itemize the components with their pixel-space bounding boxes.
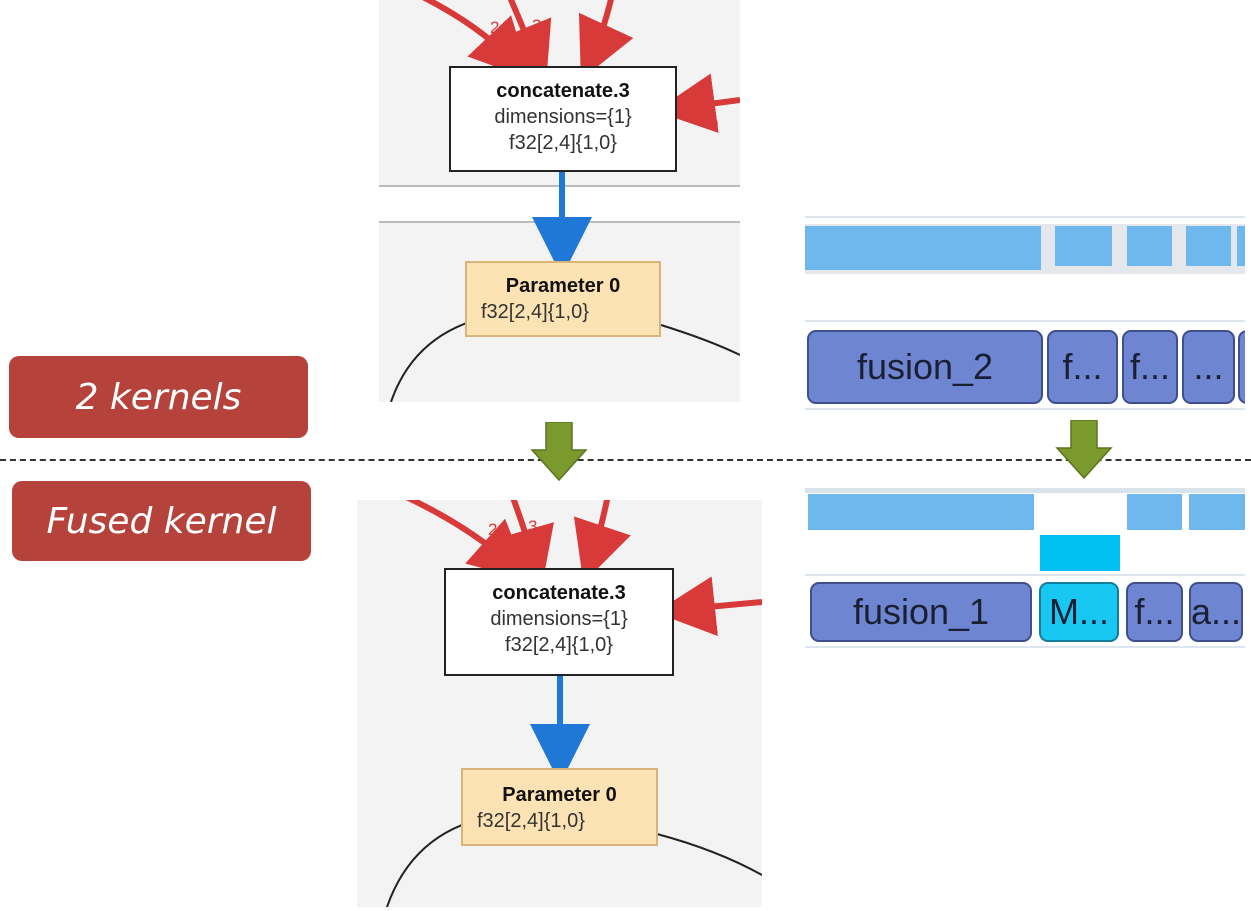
op-f[interactable]: f... (1122, 330, 1178, 404)
edge-label-1: 1 (606, 532, 616, 551)
parameter-shape: f32[2,4]{1,0} (481, 301, 589, 323)
bottom-timeline: fusion_1 M... f... a... (805, 488, 1245, 650)
bottom-graph-edges (386, 500, 762, 907)
top-timeline: fusion_2 f... f... ... (805, 216, 1245, 412)
timeline-border (805, 216, 1245, 218)
concatenate-title: concatenate.3 (492, 582, 626, 604)
parameter-node[interactable]: Parameter 0 f32[2,4]{1,0} (465, 261, 661, 337)
utilization-bar (1127, 494, 1182, 530)
utilization-bar (805, 226, 1041, 270)
op-f[interactable]: f... (1126, 582, 1183, 642)
edge-label-2: 2 (488, 520, 498, 539)
edge-label-0: 0 (709, 115, 719, 134)
down-arrow-icon (530, 422, 588, 482)
fused-kernel-bar (1040, 535, 1120, 571)
timeline-border (805, 574, 1245, 576)
separator-line (0, 459, 1251, 461)
concatenate-dimensions: dimensions={1} (490, 608, 628, 630)
edge-label-3: 3 (532, 16, 542, 35)
utilization-bar (1189, 494, 1245, 530)
parameter-title: Parameter 0 (502, 784, 617, 806)
timeline-border (805, 320, 1245, 322)
op-label: f... (1062, 346, 1103, 387)
op-label: f... (1129, 346, 1170, 387)
op-label: fusion_2 (856, 346, 994, 387)
op-a[interactable]: a... (1189, 582, 1243, 642)
concatenate-dimensions: dimensions={1} (494, 106, 632, 128)
op-label: ... (1193, 346, 1224, 387)
top-graph-panel: 2 3 1 0 concatenate.3 dimensions={1} f32… (379, 0, 740, 402)
top-graph-edges (379, 0, 740, 402)
op-fusion-2[interactable]: fusion_2 (807, 330, 1043, 404)
concatenate-shape: f32[2,4]{1,0} (505, 634, 613, 656)
utilization-bar (1237, 226, 1245, 266)
concatenate-shape: f32[2,4]{1,0} (509, 132, 617, 154)
edge-label-1: 1 (611, 30, 621, 49)
fused-kernel-text: Fused kernel (46, 500, 277, 542)
edge-label-2: 2 (490, 18, 500, 37)
op-ellipsis[interactable]: ... (1182, 330, 1235, 404)
two-kernels-text: 2 kernels (75, 376, 242, 418)
op-truncated[interactable] (1238, 330, 1245, 404)
bottom-graph-panel: 2 3 1 0 concatenate.3 dimensions={1} f32… (357, 500, 762, 907)
op-label: a... (1190, 591, 1242, 632)
parameter-shape: f32[2,4]{1,0} (477, 810, 585, 832)
op-label: f... (1134, 591, 1175, 632)
op-f[interactable]: f... (1047, 330, 1118, 404)
edge-label-0: 0 (707, 618, 717, 637)
op-label: M... (1049, 591, 1109, 632)
utilization-bar (1127, 226, 1172, 266)
concatenate-node[interactable]: concatenate.3 dimensions={1} f32[2,4]{1,… (444, 568, 674, 676)
parameter-title: Parameter 0 (505, 275, 621, 297)
op-fusion-1[interactable]: fusion_1 (810, 582, 1032, 642)
timeline-border (805, 488, 1245, 493)
edge-label-3: 3 (528, 517, 538, 536)
concatenate-node[interactable]: concatenate.3 dimensions={1} f32[2,4]{1,… (449, 66, 677, 172)
utilization-bar (1055, 226, 1112, 266)
two-kernels-label: 2 kernels (9, 356, 308, 438)
utilization-bar (808, 494, 1034, 530)
op-m[interactable]: M... (1039, 582, 1119, 642)
op-label: fusion_1 (852, 591, 990, 632)
down-arrow-icon (1055, 420, 1113, 480)
parameter-node[interactable]: Parameter 0 f32[2,4]{1,0} (461, 768, 658, 846)
concatenate-title: concatenate.3 (496, 80, 630, 102)
timeline-border (805, 408, 1245, 410)
fused-kernel-label: Fused kernel (12, 481, 311, 561)
timeline-border (805, 646, 1245, 648)
utilization-bar (1186, 226, 1231, 266)
